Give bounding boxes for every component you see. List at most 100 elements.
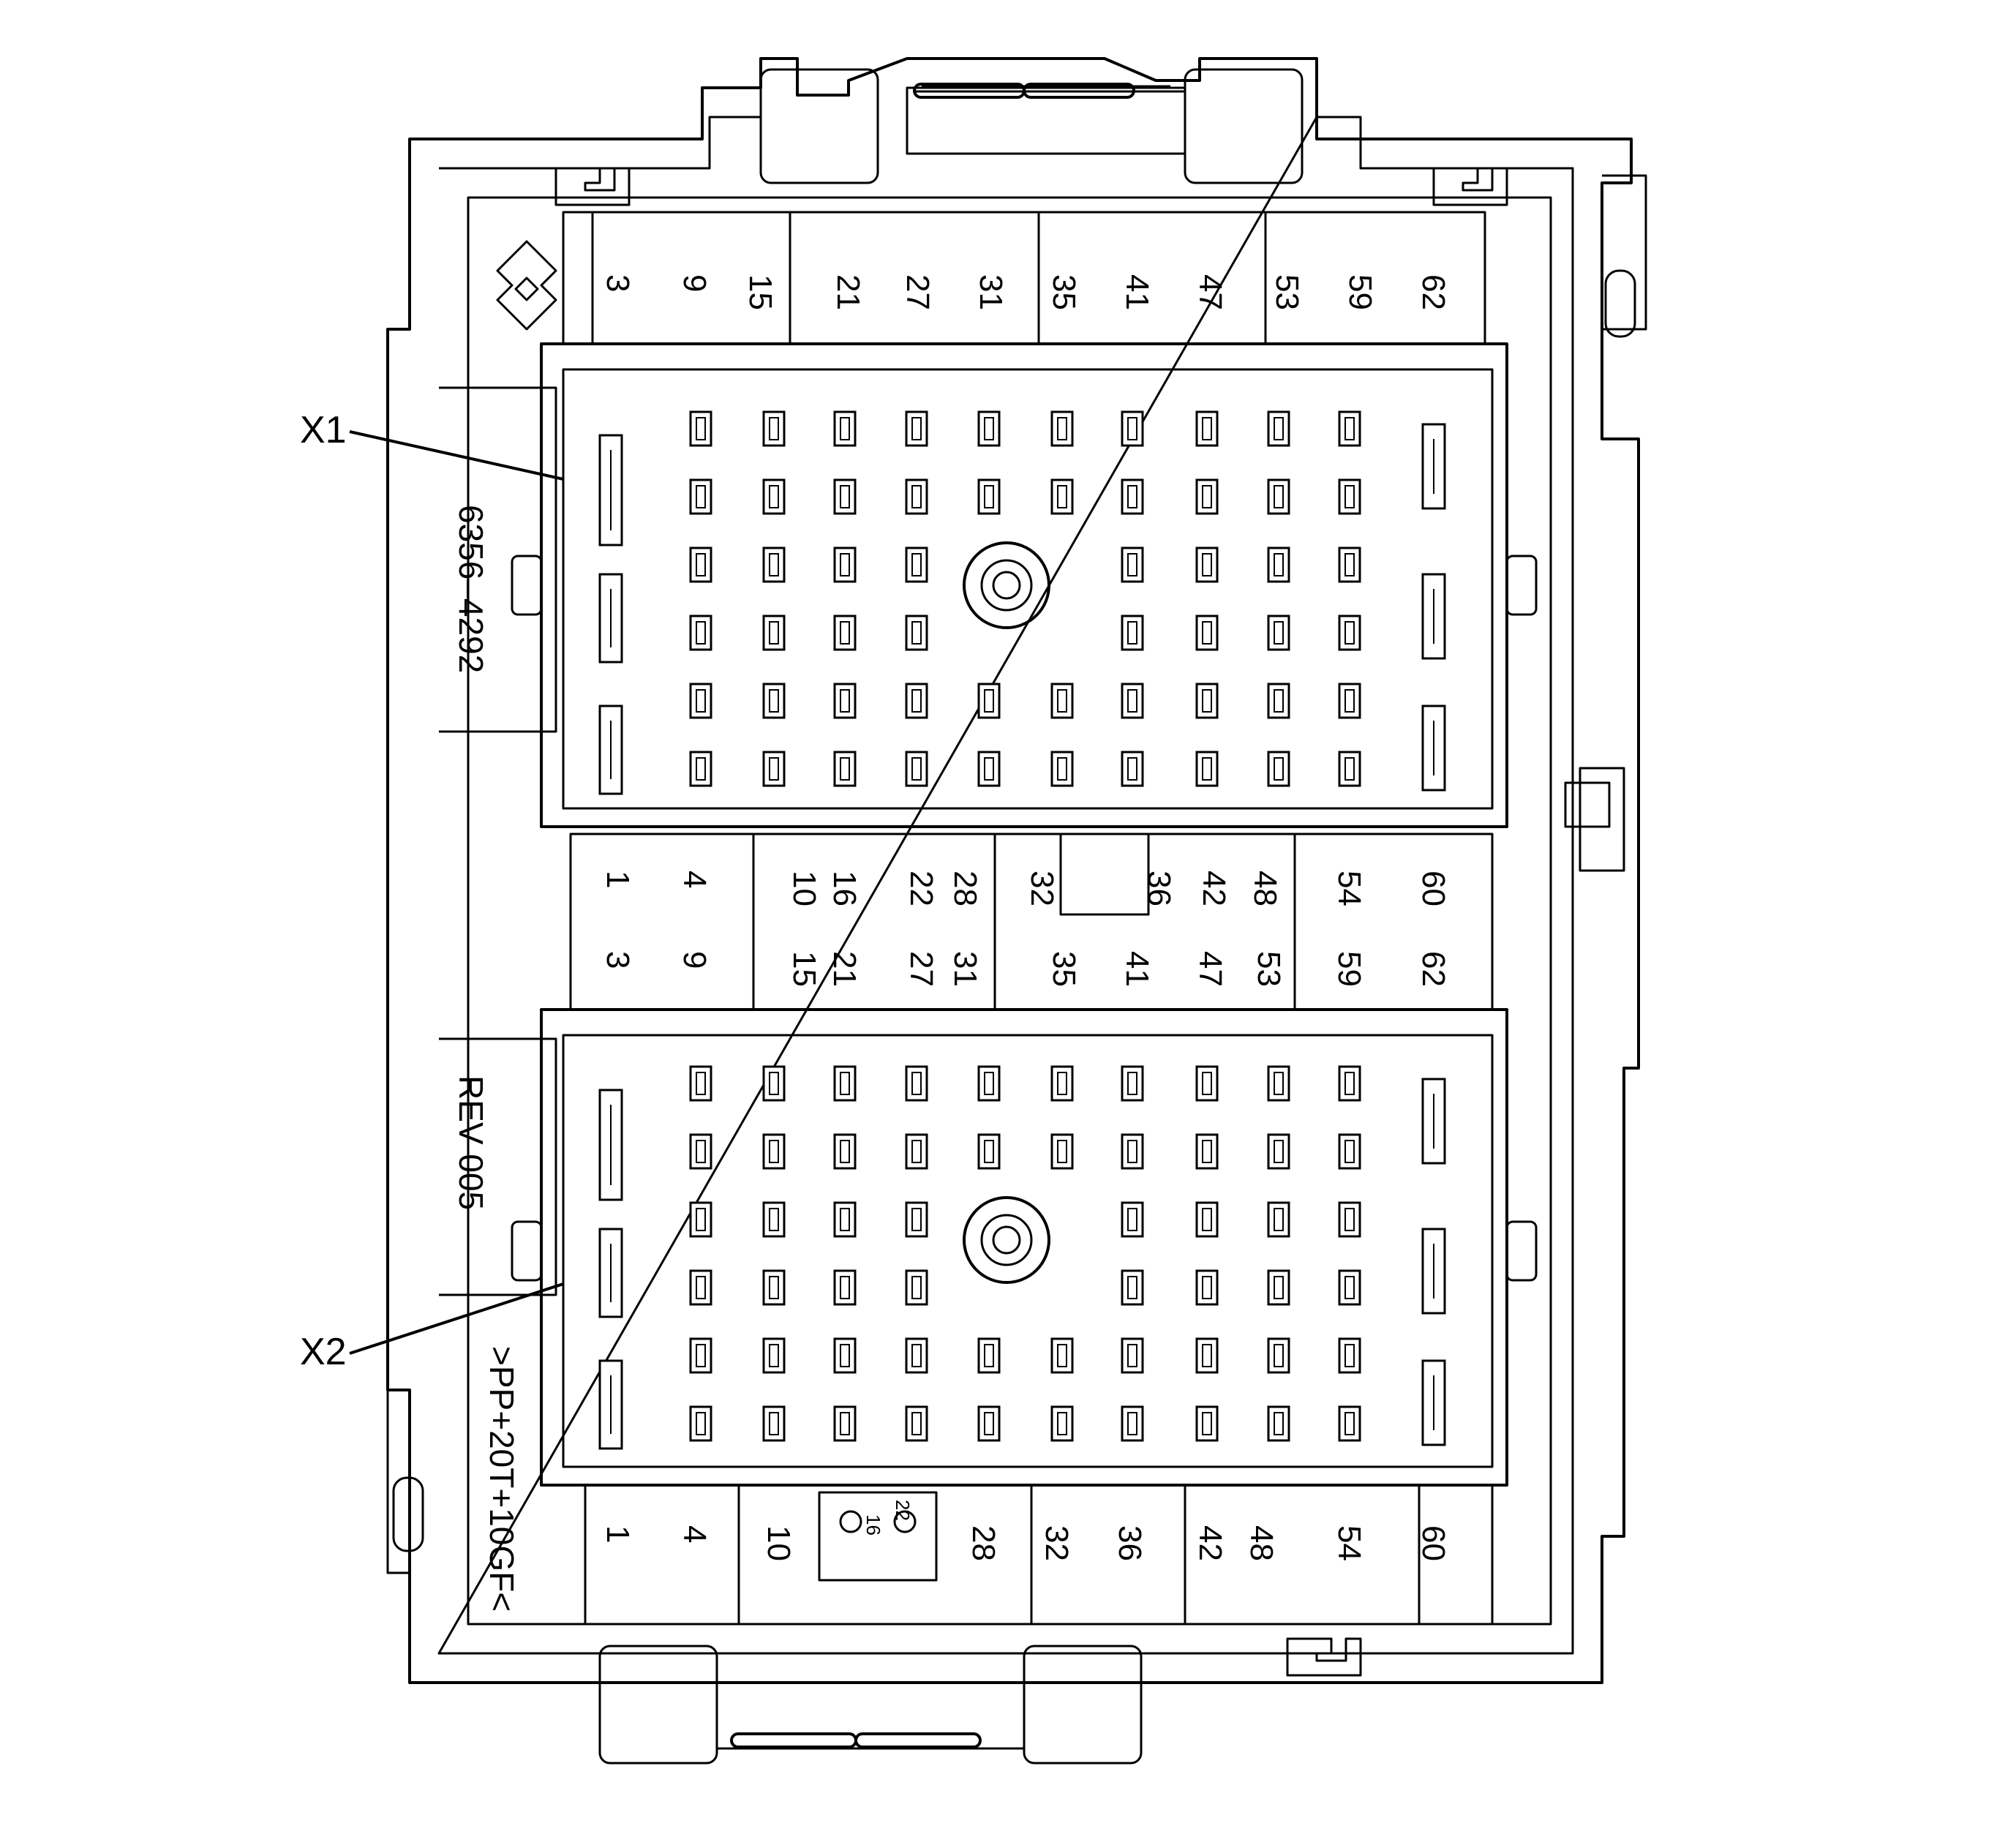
x1-terminal-slot xyxy=(762,751,786,787)
x2-terminal-slot xyxy=(905,1133,928,1170)
x1-terminal-contact xyxy=(1344,417,1355,440)
x2-terminal-contact xyxy=(984,1072,994,1095)
x2-terminal-slot xyxy=(833,1201,857,1238)
x2-terminal-slot xyxy=(762,1269,786,1306)
x1-terminal-slot xyxy=(1195,751,1219,787)
x2-terminal-contact xyxy=(984,1344,994,1367)
x2-terminal-contact xyxy=(1127,1276,1137,1299)
part-number-text: 6356–4292 xyxy=(452,505,490,673)
x2-terminal-contact xyxy=(1127,1140,1137,1163)
x1-terminal-slot xyxy=(905,615,928,651)
x1-terminal-slot xyxy=(1050,751,1074,787)
x2-terminal-slot xyxy=(833,1065,857,1102)
x2-terminal-slot xyxy=(1338,1337,1361,1374)
mid-upper-pin-22: 22 xyxy=(903,871,939,906)
x2-terminal-slot xyxy=(833,1133,857,1170)
x2-terminal-slot xyxy=(1195,1065,1219,1102)
x1-terminal-contact xyxy=(1344,485,1355,508)
x2-terminal-contact xyxy=(840,1208,850,1231)
x1-terminal-slot xyxy=(1050,478,1074,515)
x2-terminal-slot xyxy=(689,1065,712,1102)
x1-terminal-slot xyxy=(1267,615,1290,651)
mid-lower-pin-53: 53 xyxy=(1251,951,1287,987)
x1-terminal-contact xyxy=(1127,757,1137,781)
x1-terminal-slot xyxy=(762,683,786,719)
x1-terminal-contact xyxy=(1127,485,1137,508)
x2-terminal-contact xyxy=(1202,1072,1212,1095)
x2-terminal-slot xyxy=(905,1269,928,1306)
x2-terminal-contact xyxy=(911,1140,922,1163)
x2-terminal-slot xyxy=(1338,1201,1361,1238)
material-text: >PP+20T+10GF< xyxy=(483,1346,521,1612)
bottom-pin-54: 54 xyxy=(1331,1525,1367,1561)
x2-terminal-contact xyxy=(1202,1276,1212,1299)
x1-terminal-contact xyxy=(911,689,922,713)
x1-terminal-slot xyxy=(762,546,786,583)
x2-terminal-slot xyxy=(1195,1405,1219,1442)
x2-terminal-slot xyxy=(977,1133,1001,1170)
x2-terminal-slot xyxy=(977,1405,1001,1442)
x2-terminal-slot xyxy=(833,1405,857,1442)
x2-terminal-slot xyxy=(905,1405,928,1442)
x2-terminal-contact xyxy=(1274,1072,1284,1095)
x2-terminal-slot xyxy=(1050,1337,1074,1374)
x1-terminal-contact xyxy=(769,553,779,576)
x2-terminal-contact xyxy=(1057,1412,1067,1435)
x2-terminal-contact xyxy=(911,1072,922,1095)
x1-terminal-contact xyxy=(696,689,706,713)
x1-terminal-slot xyxy=(833,410,857,447)
x1-terminal-contact xyxy=(1274,757,1284,781)
x1-terminal-slot xyxy=(762,478,786,515)
x2-terminal-slot xyxy=(1267,1133,1290,1170)
x2-terminal-contact xyxy=(1344,1276,1355,1299)
housing-outline xyxy=(386,57,1647,1765)
middle-label-channel xyxy=(569,833,1494,1011)
x2-terminal-contact xyxy=(696,1140,706,1163)
x1-terminal-slot xyxy=(977,683,1001,719)
revision-text: REV 005 xyxy=(452,1075,490,1210)
mid-lower-pin-21: 21 xyxy=(827,951,862,987)
mid-upper-pin-10: 10 xyxy=(786,871,822,906)
mid-lower-pin-31: 31 xyxy=(947,951,983,987)
x1-terminal-slot xyxy=(1121,546,1144,583)
x1-terminal-contact xyxy=(1344,621,1355,645)
x2-terminal-contact xyxy=(911,1276,922,1299)
x2-terminal-contact xyxy=(1127,1208,1137,1231)
x1-terminal-contact xyxy=(1274,689,1284,713)
x1-terminal-slot xyxy=(833,546,857,583)
x2-terminal-contact xyxy=(769,1208,779,1231)
bottom-pin-1: 1 xyxy=(600,1525,636,1543)
x2-terminal-slot xyxy=(1050,1133,1074,1170)
x2-terminal-contact xyxy=(696,1072,706,1095)
bottom-pin-28: 28 xyxy=(966,1525,1001,1561)
x2-terminal-contact xyxy=(696,1208,706,1231)
top-pin-27: 27 xyxy=(900,274,936,310)
x2-terminal-contact xyxy=(1202,1140,1212,1163)
top-pin-41: 41 xyxy=(1119,274,1155,310)
x1-terminal-contact xyxy=(1127,417,1137,440)
x2-terminal-contact xyxy=(1202,1412,1212,1435)
mid-upper-pin-28: 28 xyxy=(947,871,983,906)
x2-terminal-slot xyxy=(689,1133,712,1170)
x1-terminal-contact xyxy=(984,757,994,781)
x1-terminal-contact xyxy=(984,689,994,713)
top-pin-47: 47 xyxy=(1192,274,1228,310)
top-pin-9: 9 xyxy=(677,274,712,292)
x2-terminal-contact xyxy=(984,1412,994,1435)
x2-terminal-contact xyxy=(1274,1208,1284,1231)
x2-terminal-contact xyxy=(1344,1412,1355,1435)
x2-terminal-slot xyxy=(689,1201,712,1238)
mid-upper-pin-16: 16 xyxy=(827,871,862,906)
x2-terminal-contact xyxy=(769,1140,779,1163)
x2-terminal-slot xyxy=(1338,1269,1361,1306)
x2-terminal-contact xyxy=(840,1140,850,1163)
callout-x1-label: X1 xyxy=(300,409,347,451)
x1-terminal-slot xyxy=(905,546,928,583)
x1-terminal-slot xyxy=(1338,478,1361,515)
x1-terminal-contact xyxy=(769,485,779,508)
top-pin-31: 31 xyxy=(973,274,1009,310)
x2-terminal-slot xyxy=(1121,1201,1144,1238)
x2-terminal-slot xyxy=(762,1065,786,1102)
